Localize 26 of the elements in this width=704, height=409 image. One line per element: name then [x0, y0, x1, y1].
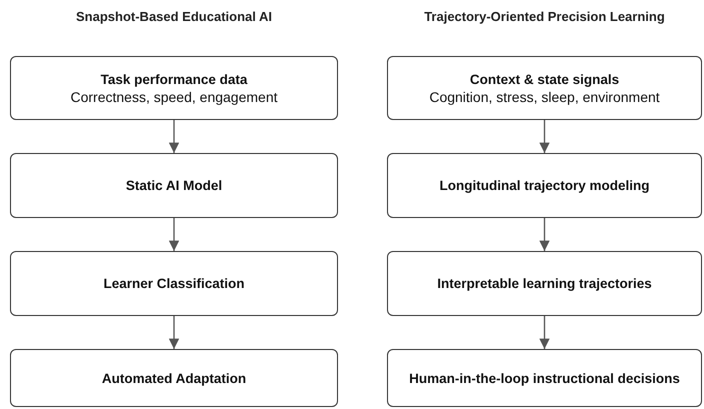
box-description: Correctness, speed, engagement: [70, 88, 278, 106]
process-box: [10, 251, 338, 316]
box-title: Task performance data: [100, 70, 248, 88]
column-heading: Snapshot-Based Educational AI: [75, 9, 273, 24]
box-title: Interpretable learning trajectories: [437, 275, 652, 292]
box-title: Context & state signals: [470, 70, 620, 88]
box-title: Human-in-the-loop instructional decisions: [409, 370, 680, 386]
box-description: Cognition, stress, sleep, environment: [429, 88, 660, 106]
process-box: [387, 56, 702, 120]
process-box: [10, 349, 338, 407]
process-box: [10, 56, 338, 120]
process-box: [387, 349, 702, 407]
column-heading: Trajectory-Oriented Precision Learning: [423, 9, 666, 24]
arrow: [539, 316, 550, 349]
arrow: [168, 120, 180, 153]
arrow: [168, 218, 180, 251]
arrow: [539, 120, 550, 153]
box-title: Learner Classification: [103, 275, 245, 292]
arrow: [539, 218, 550, 251]
box-title: Longitudinal trajectory modeling: [439, 177, 650, 194]
box-title: Static AI Model: [126, 177, 222, 194]
box-title: Automated Adaptation: [102, 370, 246, 386]
process-box: [387, 251, 702, 316]
arrow: [168, 316, 180, 349]
process-box: [387, 153, 702, 218]
process-box: [10, 153, 338, 218]
